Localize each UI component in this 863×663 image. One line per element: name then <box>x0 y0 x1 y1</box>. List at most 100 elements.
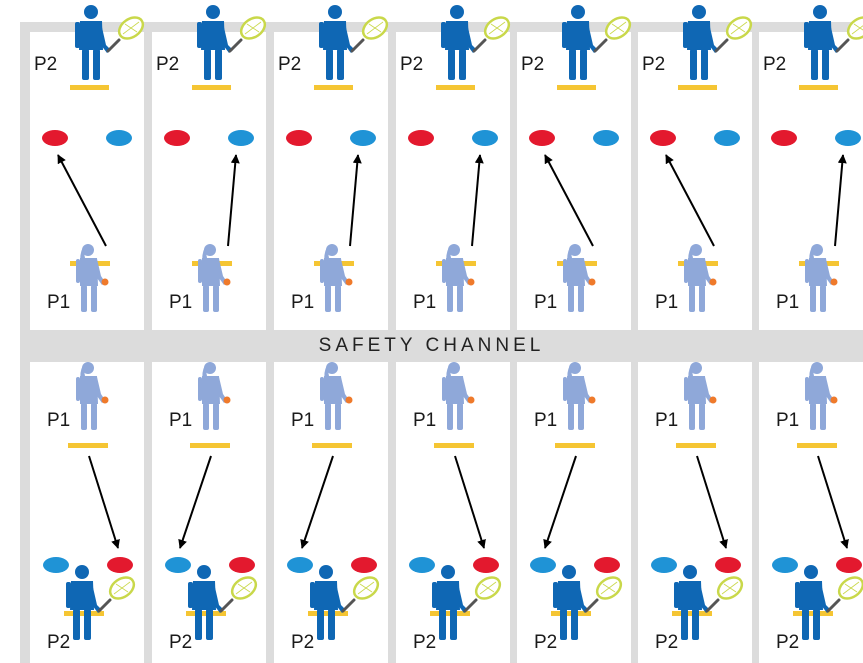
feeder-arm-left <box>442 259 446 283</box>
feeder-leg-left <box>203 403 209 430</box>
feeder-torso <box>688 258 706 286</box>
hitter-arm-left <box>804 22 809 48</box>
feeder-arm-right <box>219 377 227 403</box>
feeder-torso <box>80 258 98 286</box>
feeder-label: P1 <box>776 410 799 431</box>
hitter-leg-right <box>701 49 708 80</box>
feed-direction-arrow-icon <box>543 455 577 549</box>
hitter-arm-right <box>709 23 719 53</box>
feeder-torso <box>324 258 342 286</box>
red-target-cone-icon <box>836 557 862 573</box>
feeder-arm-right <box>341 377 349 403</box>
hitter-torso <box>808 21 832 50</box>
hitter-head <box>84 5 98 19</box>
hitter-arm-right <box>700 583 710 613</box>
hitter-leg-right <box>337 49 344 80</box>
feeder-head <box>690 244 702 256</box>
hitter-head <box>197 565 211 579</box>
hitter-leg-left <box>326 49 333 80</box>
hitter-figure <box>553 565 623 640</box>
feeder-figure <box>198 244 231 312</box>
hitter-label: P2 <box>534 632 557 653</box>
feeder-torso <box>446 376 464 404</box>
feeder-arm-left <box>684 377 688 401</box>
hitter-figure <box>310 565 380 640</box>
hitter-arm-left <box>66 582 71 608</box>
hitter-leg-right <box>813 609 820 640</box>
racket-string <box>853 23 863 31</box>
red-target-cone-icon <box>164 130 190 146</box>
feeder-torso <box>567 376 585 404</box>
hitter-label: P2 <box>400 54 423 75</box>
feed-direction-arrow-icon <box>454 455 486 549</box>
hitter-leg-right <box>328 609 335 640</box>
hitter-torso <box>687 21 711 50</box>
racket-string <box>359 583 373 593</box>
feeder-arm-right <box>584 377 592 403</box>
hitter-label: P2 <box>413 632 436 653</box>
feeder-leg-left <box>689 403 695 430</box>
racket-handle <box>705 598 720 613</box>
hitter-leg-left <box>317 609 324 640</box>
feeder-arm-left <box>805 377 809 401</box>
hitter-arm-left <box>432 582 437 608</box>
feeder-label: P1 <box>534 292 557 313</box>
feed-direction-arrow-icon <box>665 154 715 247</box>
ball-icon <box>709 396 717 404</box>
feeder-torso <box>809 376 827 404</box>
hitter-label: P2 <box>156 54 179 75</box>
hitter-head <box>813 5 827 19</box>
feeder-arm-right <box>705 259 713 285</box>
ball-icon <box>101 396 109 404</box>
hitter-arm-right <box>830 23 840 53</box>
racket-string <box>115 583 129 593</box>
hitter-head <box>319 565 333 579</box>
feeder-leg-right <box>699 403 705 430</box>
hitter-head <box>206 5 220 19</box>
feeder-head <box>690 362 702 374</box>
red-target-cone-icon <box>594 557 620 573</box>
racket-handle <box>463 598 478 613</box>
hitter-arm-left <box>683 22 688 48</box>
feeder-leg-right <box>335 403 341 430</box>
feeder-baseline <box>676 443 716 448</box>
hitter-arm-left <box>75 22 80 48</box>
feeder-leg-right <box>91 403 97 430</box>
feeder-label: P1 <box>534 410 557 431</box>
feeder-figure <box>320 362 353 430</box>
hitter-torso <box>678 581 702 610</box>
hitter-label: P2 <box>776 632 799 653</box>
ball-icon <box>709 278 717 286</box>
feeder-arm-right <box>463 377 471 403</box>
feeder-leg-right <box>820 403 826 430</box>
feeder-leg-right <box>91 285 97 312</box>
feeder-leg-right <box>578 285 584 312</box>
feeder-label: P1 <box>291 292 314 313</box>
feeder-figure <box>684 244 717 312</box>
feed-direction-arrow-icon <box>349 154 362 247</box>
feeder-figure <box>805 244 838 312</box>
hitter-leg-right <box>93 49 100 80</box>
hitter-head <box>571 5 585 19</box>
racket-handle <box>97 598 112 613</box>
feeder-leg-right <box>213 285 219 312</box>
hitter-arm-right <box>821 583 831 613</box>
feed-direction-arrow-icon <box>300 455 334 549</box>
hitter-leg-right <box>84 609 91 640</box>
hitter-figure <box>795 565 863 640</box>
feeder-leg-right <box>457 285 463 312</box>
feeder-head <box>811 362 823 374</box>
hitter-torso <box>314 581 338 610</box>
hitter-label: P2 <box>169 632 192 653</box>
feed-direction-arrow-icon <box>834 154 847 247</box>
feeder-baseline <box>190 443 230 448</box>
feeder-torso <box>324 376 342 404</box>
blue-target-cone-icon <box>530 557 556 573</box>
feed-direction-arrow-icon <box>817 455 849 549</box>
hitter-torso <box>436 581 460 610</box>
feeder-torso <box>809 258 827 286</box>
